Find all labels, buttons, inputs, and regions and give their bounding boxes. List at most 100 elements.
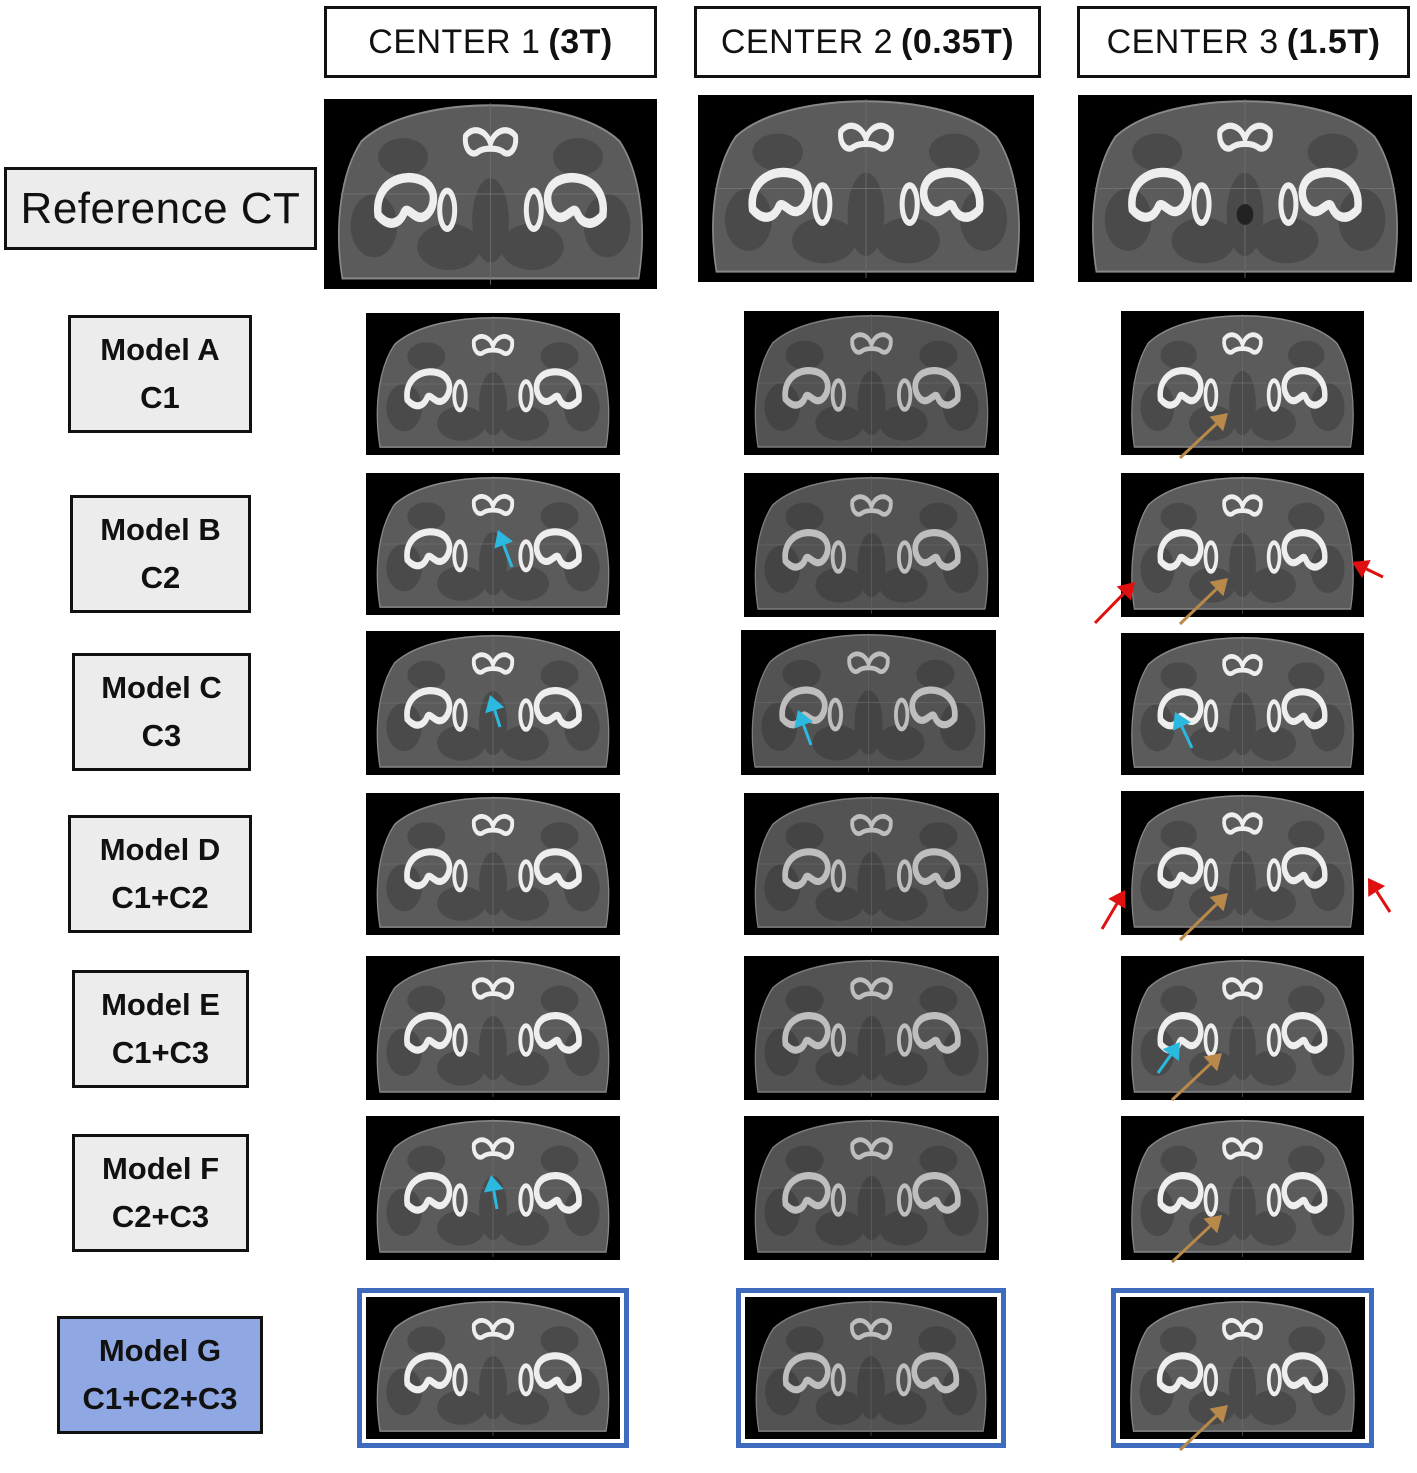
right-hip-bone [533,1352,582,1394]
header-field-strength: (3T) [548,22,613,61]
right-ischium [896,1363,912,1397]
synthetic-ct-scan [1121,1116,1364,1260]
pubic-symphysis [850,332,893,355]
red-arrow [1093,582,1135,625]
right-ischium [518,1363,534,1397]
left-ischium [812,182,833,226]
pubic-symphysis [850,1318,892,1341]
left-ischium [830,540,846,574]
right-hip-bone [533,687,582,729]
left-ischium [452,379,468,413]
pubic-symphysis [850,814,893,837]
row-label-name: Model G [98,1333,222,1368]
row-label-training-centers: C1+C2 [111,880,209,915]
red-arrow [1100,890,1126,930]
right-ischium [897,1023,913,1057]
left-hip-bone [1157,1172,1204,1214]
synthetic-ct-scan [1121,791,1364,935]
right-ischium [894,697,910,732]
left-ischium [1191,182,1212,226]
brown-arrow [1178,1405,1228,1452]
column-header-center-2: CENTER 2(0.35T) [694,6,1041,78]
left-hip-bone [782,529,831,571]
left-hip-bone [404,1012,453,1054]
red-arrow [1352,559,1384,579]
row-label-name: Model E [101,987,220,1022]
left-ischium [830,1363,846,1397]
left-ischium [452,698,468,732]
right-hip-bone [533,528,582,570]
right-hip-bone [1281,1012,1328,1054]
pubic-symphysis [471,977,515,1000]
synthetic-ct-scan [1121,956,1364,1100]
right-hip-bone [1281,1352,1329,1394]
right-hip-bone [911,1352,960,1394]
left-ischium [827,697,843,732]
pubic-symphysis [1222,1137,1263,1160]
right-hip-bone [912,1172,961,1214]
row-label-name: Reference CT [20,183,301,233]
left-ischium [830,1023,846,1057]
left-ischium [1203,1183,1219,1217]
right-ischium [1266,699,1282,733]
right-hip-bone [533,1012,582,1054]
right-hip-bone [1281,529,1328,571]
left-hip-bone [1157,847,1204,889]
right-hip-bone [919,167,984,222]
red-arrow [1368,878,1392,913]
row-label-training-centers: C2 [140,560,181,595]
right-hip-bone [912,529,961,571]
left-ischium [1203,378,1219,412]
left-hip-bone [782,1012,831,1054]
left-ischium [1203,1363,1218,1397]
right-ischium [897,1183,913,1217]
pubic-symphysis [1222,812,1263,835]
pubic-symphysis [471,652,515,675]
reference-ct-scan [1078,95,1412,282]
cyan-arrow [485,695,505,728]
left-ischium [1203,540,1219,574]
left-hip-bone [374,173,438,228]
synthetic-ct-scan [1120,1297,1365,1439]
left-hip-bone [404,1172,453,1214]
pubic-symphysis [847,651,890,674]
left-ischium [452,1023,468,1057]
left-hip-bone [404,848,453,890]
row-label-reference-ct: Reference CT [4,167,317,250]
column-header-center-1: CENTER 1(3T) [324,6,657,78]
left-hip-bone [404,1352,453,1394]
pubic-symphysis [471,494,515,517]
row-label-training-centers: C1 [140,380,180,415]
left-hip-bone [404,687,453,729]
pubic-symphysis [1217,122,1273,152]
left-hip-bone [1157,529,1204,571]
right-ischium [518,1023,534,1057]
row-label-training-centers: C1+C2+C3 [82,1381,238,1416]
right-ischium [1266,378,1282,412]
right-hip-bone [912,1012,961,1054]
header-center-name: CENTER 3 [1106,22,1279,61]
left-ischium [830,378,846,412]
right-ischium [518,379,534,413]
left-hip-bone [1157,367,1204,409]
pubic-symphysis [471,1318,515,1341]
right-hip-bone [912,367,961,409]
right-ischium [518,698,534,732]
row-label-name: Model B [100,512,221,547]
pubic-symphysis [471,1137,515,1160]
right-ischium [897,540,913,574]
left-hip-bone [1156,1352,1204,1394]
right-ischium [518,1183,534,1217]
pubic-symphysis [1222,332,1263,355]
synthetic-ct-scan [741,630,996,775]
pubic-symphysis [462,127,519,157]
row-label-name: Model F [101,1151,220,1186]
brown-arrow [1170,1215,1222,1264]
row-label-model-b: Model B C2 [70,495,251,613]
pubic-symphysis [1222,494,1263,517]
left-ischium [452,539,468,573]
